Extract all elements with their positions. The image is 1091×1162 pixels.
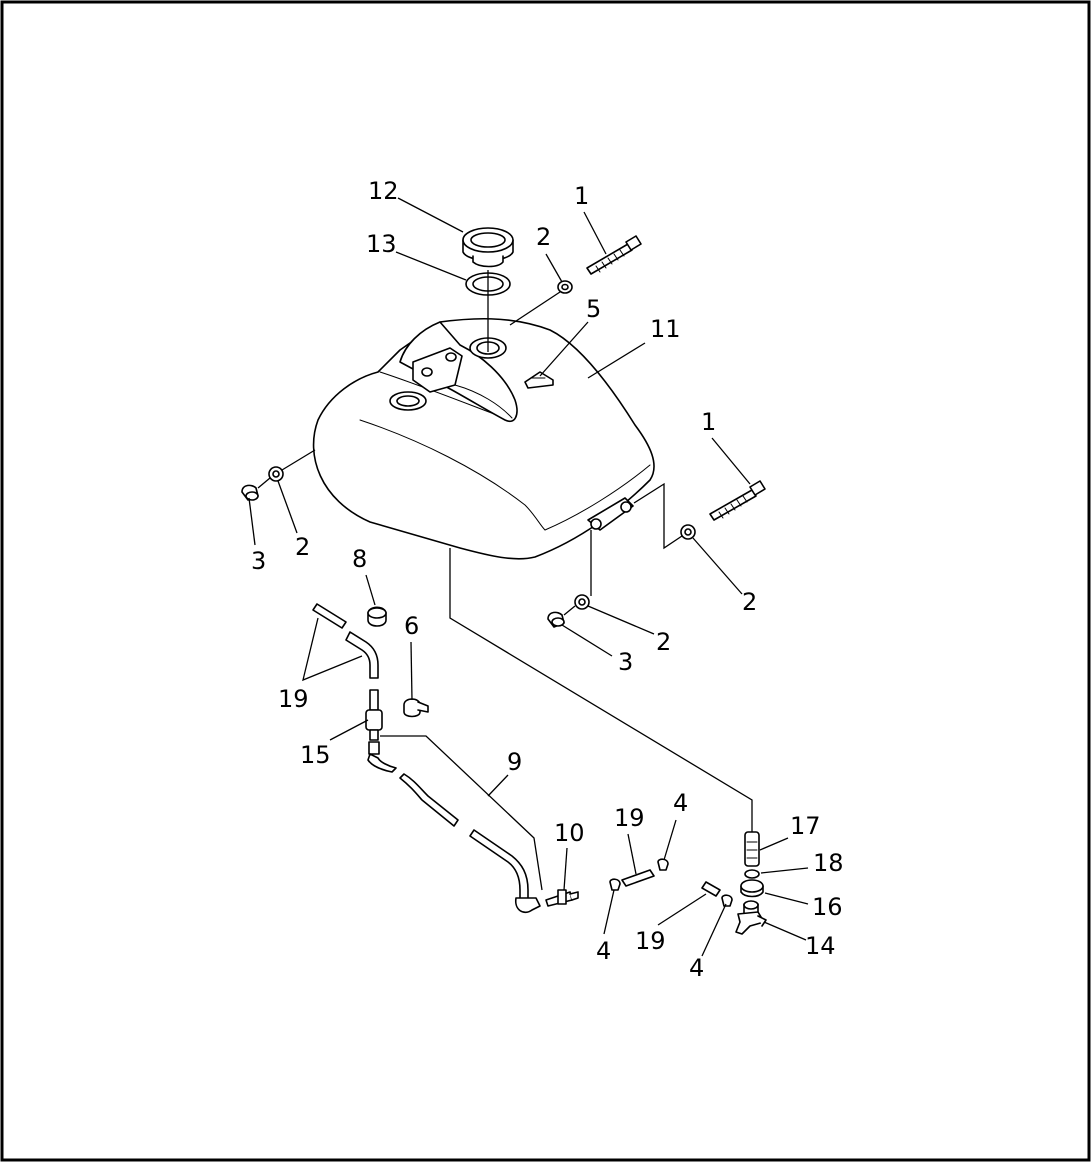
callout-1-right: 1 bbox=[701, 408, 716, 436]
line-fitting bbox=[545, 889, 579, 907]
mounting-bolt-right bbox=[709, 480, 766, 521]
callout-9: 9 bbox=[507, 748, 522, 776]
callout-11: 11 bbox=[650, 315, 681, 343]
left-washer-line bbox=[281, 449, 316, 471]
washer-right bbox=[680, 524, 696, 540]
petcock-nut bbox=[740, 879, 764, 898]
callout-3-left: 3 bbox=[251, 547, 266, 575]
callout-2-left: 2 bbox=[295, 533, 310, 561]
o-ring bbox=[744, 869, 760, 879]
callout-18: 18 bbox=[813, 849, 844, 877]
small-clamp-c bbox=[721, 894, 733, 907]
bolt-top-assembly-line bbox=[509, 291, 561, 326]
callout-numbers: 12 1 13 2 5 11 1 3 2 8 2 6 2 3 19 15 9 1… bbox=[251, 177, 844, 982]
fuel-strainer bbox=[744, 831, 760, 867]
washer-top bbox=[557, 280, 573, 294]
grommet bbox=[367, 606, 387, 627]
lower-nut-line bbox=[563, 605, 576, 616]
callout-14: 14 bbox=[805, 932, 836, 960]
petcock bbox=[735, 900, 767, 935]
callout-2-lower: 2 bbox=[656, 628, 671, 656]
callout-19-mid: 19 bbox=[614, 804, 645, 832]
callout-10: 10 bbox=[554, 819, 585, 847]
leader-lines bbox=[248, 197, 809, 957]
tank-clip bbox=[524, 371, 554, 389]
petcock-assembly-line bbox=[449, 548, 753, 832]
acorn-nut-lower bbox=[547, 611, 565, 628]
fuel-cap bbox=[462, 227, 514, 268]
callout-5: 5 bbox=[586, 295, 601, 323]
callout-8: 8 bbox=[352, 545, 367, 573]
small-clamp-b bbox=[609, 878, 621, 891]
fuel-tank bbox=[312, 317, 655, 560]
callout-19-lower: 19 bbox=[635, 927, 666, 955]
washer-left bbox=[268, 466, 284, 482]
bolt-right-assembly-line bbox=[633, 482, 683, 550]
fuel-line-assembly-line bbox=[380, 735, 543, 891]
callout-3-lower: 3 bbox=[618, 648, 633, 676]
callout-19-left: 19 bbox=[278, 685, 309, 713]
acorn-nut-left bbox=[241, 484, 259, 501]
washer-lower bbox=[574, 594, 590, 610]
hose-middle bbox=[621, 869, 655, 887]
vent-hose-left bbox=[312, 603, 379, 679]
hose-clamp bbox=[403, 698, 429, 718]
callout-13: 13 bbox=[366, 230, 397, 258]
callout-15: 15 bbox=[300, 741, 331, 769]
callout-2-right: 2 bbox=[742, 588, 757, 616]
callout-4-top: 4 bbox=[673, 789, 688, 817]
callout-6: 6 bbox=[404, 612, 419, 640]
callout-2-top: 2 bbox=[536, 223, 551, 251]
callout-16: 16 bbox=[812, 893, 843, 921]
callout-4-left: 4 bbox=[596, 937, 611, 965]
left-nut-line bbox=[257, 477, 271, 489]
callout-1-top: 1 bbox=[574, 182, 589, 210]
inline-valve bbox=[365, 689, 383, 741]
fuel-line bbox=[367, 741, 541, 914]
callout-12: 12 bbox=[368, 177, 399, 205]
callout-4-right: 4 bbox=[689, 954, 704, 982]
mounting-bolt-top bbox=[586, 235, 642, 275]
callout-17: 17 bbox=[790, 812, 821, 840]
hose-short bbox=[701, 881, 721, 897]
small-clamp-a bbox=[657, 858, 669, 871]
